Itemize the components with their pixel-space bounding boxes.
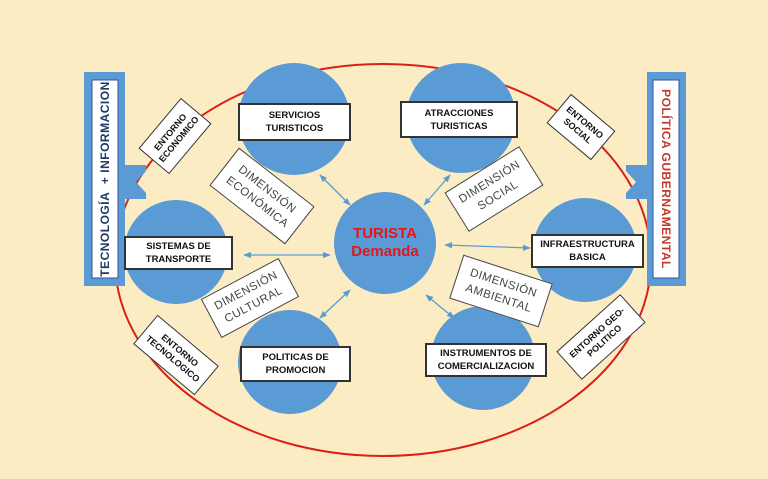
left-bar-label: TECNOLOGÍA + INFORMACION — [98, 81, 112, 277]
node-comercializacion: INSTRUMENTOS DE COMERCIALIZACION — [425, 343, 547, 377]
center-title: TURISTA — [353, 225, 417, 242]
node-atracciones: ATRACCIONES TURISTICAS — [400, 101, 518, 138]
node-infraestructura: INFRAESTRUCTURA BASICA — [531, 234, 644, 268]
arrow-infraestructura — [444, 242, 531, 251]
arrow-atracciones — [423, 174, 451, 206]
arrow-servicios — [319, 174, 351, 206]
left-bar-label-part1: TECNOLOGÍA — [98, 191, 112, 277]
node-servicios: SERVICIOS TURISTICOS — [238, 103, 351, 141]
node-transporte: SISTEMAS DE TRANSPORTE — [124, 236, 233, 270]
left-bar-arrow — [84, 72, 146, 286]
arrow-comercializacion — [425, 294, 455, 319]
center-subtitle: Demanda — [351, 243, 419, 260]
left-bar-label-part2: INFORMACION — [98, 81, 112, 173]
left-bar-plus: + — [98, 176, 112, 185]
node-promocion: POLITICAS DE PROMOCION — [240, 346, 351, 382]
arrow-promocion — [319, 289, 351, 319]
center-circle: TURISTA Demanda — [334, 192, 436, 294]
right-bar-label: POLÍTICA GUBERNAMENTAL — [659, 89, 673, 269]
right-bar-arrow — [626, 72, 686, 286]
